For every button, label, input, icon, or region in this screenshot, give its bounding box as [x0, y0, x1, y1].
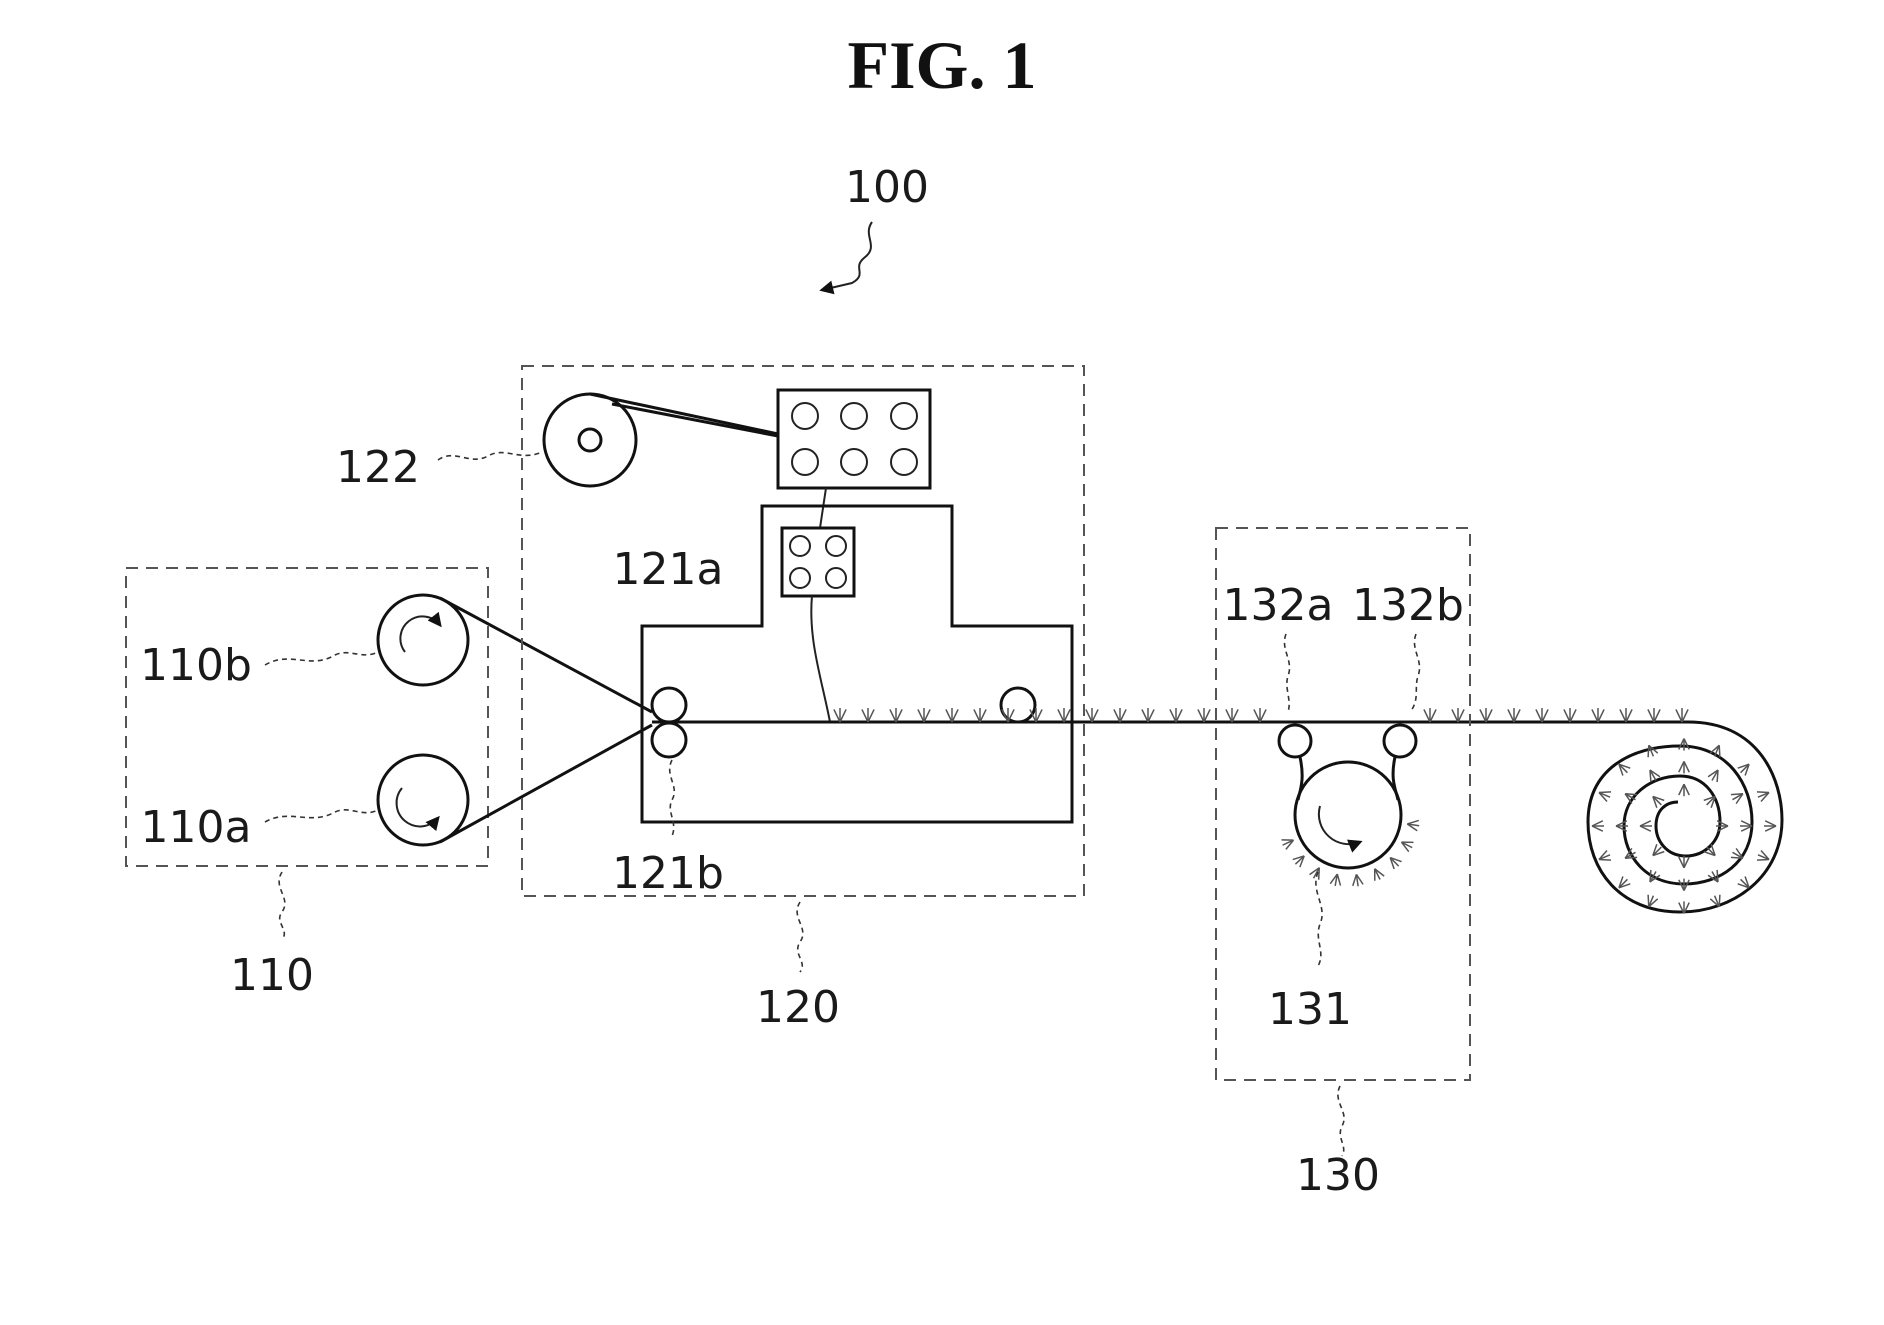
roll-fibers [1592, 739, 1776, 914]
roller-132a [1279, 725, 1311, 757]
label-100: 100 [845, 162, 929, 213]
drum-131 [1295, 762, 1401, 868]
leader-110a [265, 810, 378, 822]
reel-belt [612, 404, 778, 436]
leader-131 [1316, 872, 1322, 966]
leader-110 [279, 872, 285, 940]
reel-122 [544, 394, 636, 486]
roller-132b [1384, 725, 1416, 757]
label-120: 120 [756, 982, 840, 1033]
rotation-arrow-131-icon [1319, 806, 1360, 844]
jet-line [811, 596, 830, 722]
nozzle-block-large [778, 390, 930, 488]
label-132b: 132b [1352, 580, 1464, 631]
leader-120 [797, 902, 803, 972]
roller-110a [378, 755, 468, 845]
label-110a: 110a [141, 802, 252, 853]
take-up-roll [1588, 722, 1782, 912]
lower-web [440, 725, 652, 842]
wrap-right [1393, 757, 1398, 800]
label-130: 130 [1296, 1150, 1380, 1201]
figure-title: FIG. 1 [848, 27, 1037, 103]
rotation-arrow-110b-icon [400, 616, 440, 652]
roller-110b [378, 595, 468, 685]
label-131: 131 [1268, 984, 1352, 1035]
label-110b: 110b [140, 640, 252, 691]
label-132a: 132a [1223, 580, 1334, 631]
roller-121b [652, 723, 686, 757]
leader-130 [1338, 1086, 1344, 1156]
leader-132a [1284, 634, 1289, 712]
rotation-arrow-110a-icon [397, 788, 438, 826]
leader-122 [438, 452, 542, 460]
unit-120-frame [522, 366, 1084, 896]
wrap-left [1298, 757, 1302, 800]
feed-line-upper [820, 488, 826, 528]
reel-belt-top [590, 394, 778, 434]
nozzle-block-small [782, 528, 854, 596]
roller-121a [652, 688, 686, 722]
label-121b: 121b [612, 848, 724, 899]
leader-110b [265, 652, 378, 665]
deposited-fibers [834, 708, 1688, 722]
label-122: 122 [336, 442, 420, 493]
label-110: 110 [230, 950, 314, 1001]
upper-web [440, 598, 652, 712]
system-arrow [822, 222, 872, 290]
leader-121b [670, 760, 675, 836]
label-121a: 121a [613, 544, 724, 595]
leader-132b [1410, 634, 1420, 712]
